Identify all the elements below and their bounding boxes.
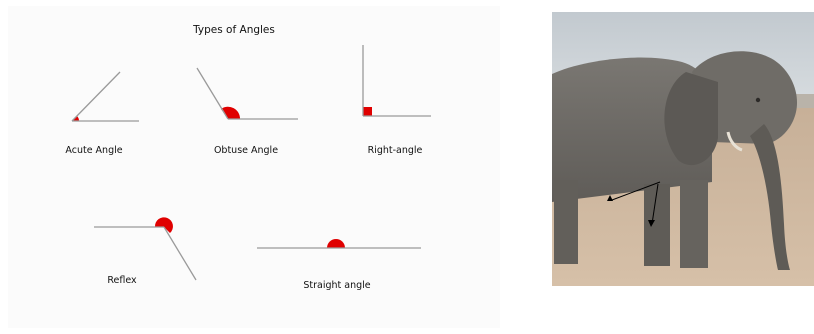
straight-angle-arc [327, 239, 345, 248]
reflex-angle [94, 217, 197, 281]
angle-types-panel [8, 6, 500, 328]
elephant-rear-leg [554, 180, 578, 264]
acute-angle-slanted-ray [71, 71, 121, 122]
angle-markers [607, 181, 661, 227]
elephant-tusk [726, 131, 743, 152]
straight-angle-label: Straight angle [303, 280, 370, 291]
elephant-front-leg [680, 180, 708, 268]
marker-line-leg [651, 183, 659, 225]
acute-angle-label: Acute Angle [65, 145, 122, 156]
elephant-eye [755, 97, 761, 103]
obtuse-angle [196, 67, 298, 120]
elephant-trunk [750, 124, 790, 270]
marker-arrow-up [607, 195, 613, 201]
obtuse-angle-slanted-ray [196, 67, 229, 120]
reflex-angle-slanted-ray [163, 226, 197, 281]
right-angle [362, 45, 431, 117]
diagram-title: Types of Angles [192, 24, 275, 36]
marker-line-diagonal [611, 181, 661, 201]
acute-angle [71, 71, 139, 122]
angle-types-diagram: Types of Angles Acute Angle Obtuse Angle… [65, 24, 431, 291]
marker-arrow-down [648, 220, 655, 227]
elephant [552, 51, 798, 270]
obtuse-angle-arc [221, 106, 241, 119]
elephant-head [692, 51, 798, 144]
reflex-angle-arc [154, 217, 173, 233]
right-angle-square-marker [363, 107, 372, 116]
elephant-photo [552, 12, 814, 286]
elephant-ear [664, 72, 718, 166]
reflex-angle-label: Reflex [107, 275, 137, 286]
straight-angle [257, 239, 421, 249]
elephant-middle-leg [644, 184, 670, 266]
obtuse-angle-label: Obtuse Angle [214, 145, 278, 156]
right-angle-label: Right-angle [368, 145, 423, 156]
